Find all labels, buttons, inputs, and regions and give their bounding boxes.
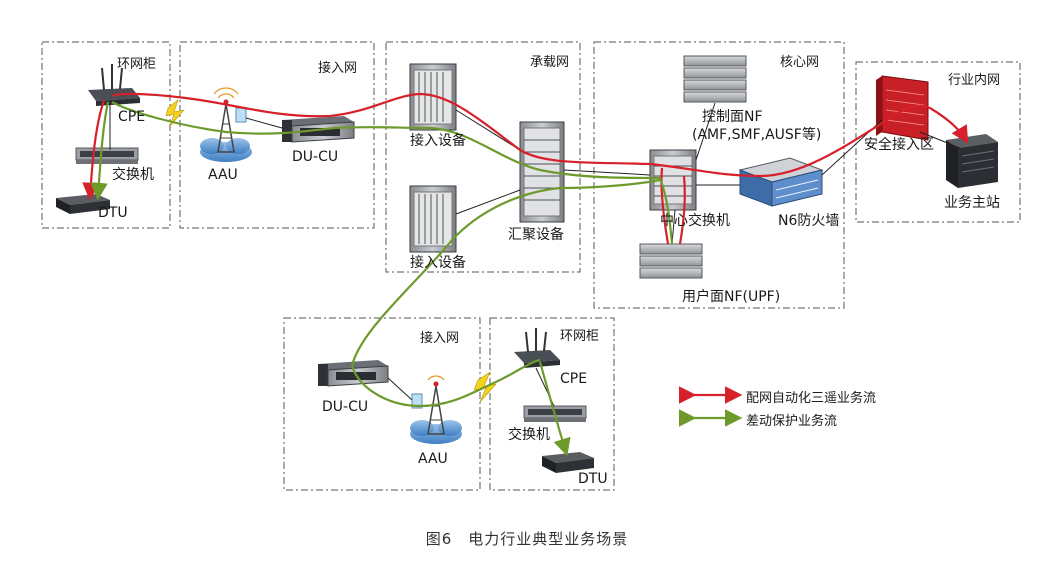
zone-label-core-net: 核心网 (780, 55, 820, 70)
zone-label-industry-intranet: 行业内网 (948, 73, 1001, 88)
label-aau-top: AAU (208, 167, 238, 183)
secure-access-rack-icon (876, 75, 929, 141)
zone-access-net-bottom (283, 317, 481, 491)
zone-label-ring-cabinet-bottom: 环网柜 (560, 329, 600, 344)
label-control-nf-line2: (AMF,SMF,AUSF等) (692, 127, 822, 143)
switch-top-icon (75, 147, 139, 164)
zone-label-access-net-bottom: 接入网 (420, 331, 460, 346)
label-dtu-bottom: DTU (578, 471, 608, 487)
aau-top-icon (200, 87, 252, 162)
label-switch-top: 交换机 (112, 167, 154, 183)
aau-bottom-icon (410, 375, 462, 444)
zone-core-net (593, 41, 845, 309)
dtu-bottom-icon (542, 452, 594, 473)
label-n6-firewall: N6防火墙 (778, 213, 840, 229)
upf-server-icon (639, 243, 703, 279)
figure-caption: 图6 电力行业典型业务场景 (425, 530, 629, 548)
cpe-bottom-icon (514, 328, 560, 368)
label-center-switch: 中心交换机 (660, 213, 730, 229)
label-access-device-bottom: 接入设备 (410, 255, 466, 271)
zone-industry-intranet (855, 61, 1021, 223)
zone-ring-cabinet-bottom (489, 317, 615, 491)
label-access-device-top: 接入设备 (410, 133, 466, 149)
zone-ring-cabinet-top (41, 41, 171, 229)
label-master-station: 业务主站 (944, 195, 1000, 211)
label-ducu-top: DU-CU (292, 149, 339, 165)
label-aggregation-device: 汇聚设备 (508, 227, 564, 243)
label-switch-bottom: 交换机 (508, 427, 550, 443)
label-control-nf-line1: 控制面NF (702, 109, 763, 125)
access-device-bottom-icon (409, 185, 457, 253)
zone-bearer-net (385, 41, 581, 273)
legend-red-flow-label: 配网自动化三遥业务流 (746, 391, 877, 406)
zone-label-bearer-net: 承载网 (530, 55, 570, 70)
cpe-top-icon (88, 64, 140, 106)
legend-green-flow-label: 差动保护业务流 (746, 414, 838, 429)
zone-access-net-top (179, 41, 375, 229)
label-ducu-bottom: DU-CU (322, 399, 369, 415)
label-dtu-top: DTU (98, 205, 128, 221)
access-device-top-icon (409, 63, 457, 131)
label-aau-bottom: AAU (418, 451, 448, 467)
zone-label-access-net-top: 接入网 (318, 61, 358, 76)
master-station-server-icon (946, 134, 998, 188)
label-upf: 用户面NF(UPF) (682, 289, 781, 305)
label-cpe-bottom: CPE (560, 371, 588, 387)
control-nf-server-icon (683, 55, 747, 103)
zone-label-ring-cabinet-top: 环网柜 (117, 57, 157, 72)
label-secure-access: 安全接入区 (864, 137, 934, 153)
label-cpe-top: CPE (118, 109, 146, 125)
wireless-link-top-icon (165, 99, 185, 127)
